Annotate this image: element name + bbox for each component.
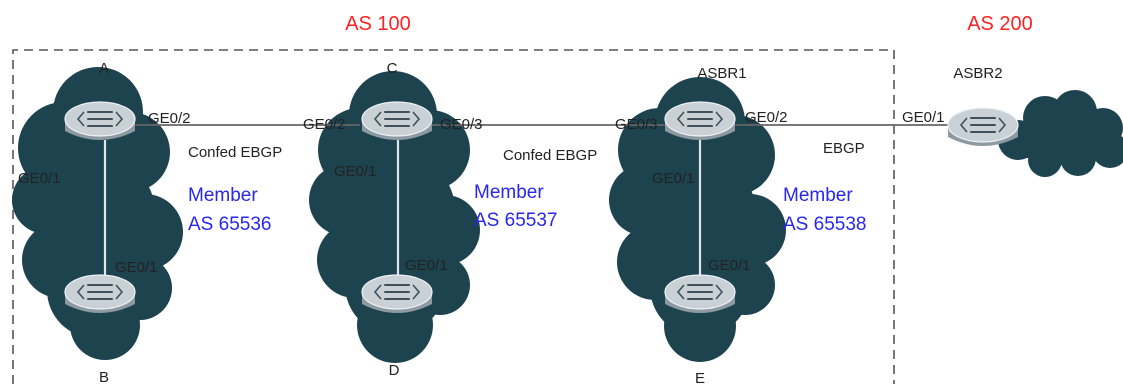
router-icon	[64, 274, 136, 314]
port-label: GE0/1	[708, 257, 751, 274]
member-label: Member	[474, 182, 544, 203]
as100-boundary	[12, 49, 895, 384]
port-label: GE0/1	[18, 170, 61, 187]
device-label-asbr1: ASBR1	[697, 65, 746, 82]
device-label-asbr2: ASBR2	[953, 65, 1002, 82]
port-label: GE0/3	[440, 116, 483, 133]
router-icon	[664, 101, 736, 141]
port-label: GE0/1	[652, 170, 695, 187]
port-label: GE0/1	[405, 257, 448, 274]
as100-title: AS 100	[345, 13, 411, 35]
device-label-e: E	[695, 370, 705, 385]
router-icon	[64, 101, 136, 141]
router-icon	[947, 107, 1019, 147]
links	[103, 124, 955, 290]
port-label: GE0/3	[615, 116, 658, 133]
member-label: Member	[783, 185, 853, 206]
port-label: GE0/1	[334, 163, 377, 180]
port-label: GE0/2	[745, 109, 788, 126]
port-label: GE0/2	[148, 110, 191, 127]
router-icon	[664, 274, 736, 314]
port-label: GE0/1	[115, 259, 158, 276]
device-label-a: A	[99, 60, 109, 77]
cloud-icon	[998, 90, 1123, 177]
device-label-d: D	[389, 362, 400, 379]
device-label-b: B	[99, 369, 109, 385]
member-label: Member	[188, 185, 258, 206]
port-label: GE0/2	[303, 116, 346, 133]
as200-title: AS 200	[967, 13, 1033, 35]
port-label: GE0/1	[902, 109, 945, 126]
device-label-c: C	[387, 60, 398, 77]
router-icon	[361, 274, 433, 314]
member-as-number: AS 65536	[188, 214, 271, 235]
member-as-number: AS 65537	[474, 210, 557, 231]
member-as-number: AS 65538	[783, 214, 866, 235]
link-label-c-asbr1: Confed EBGP	[503, 147, 597, 164]
link-label-a-c: Confed EBGP	[188, 144, 282, 161]
router-icon	[361, 101, 433, 141]
link-label-asbr1-asbr2: EBGP	[823, 140, 865, 157]
